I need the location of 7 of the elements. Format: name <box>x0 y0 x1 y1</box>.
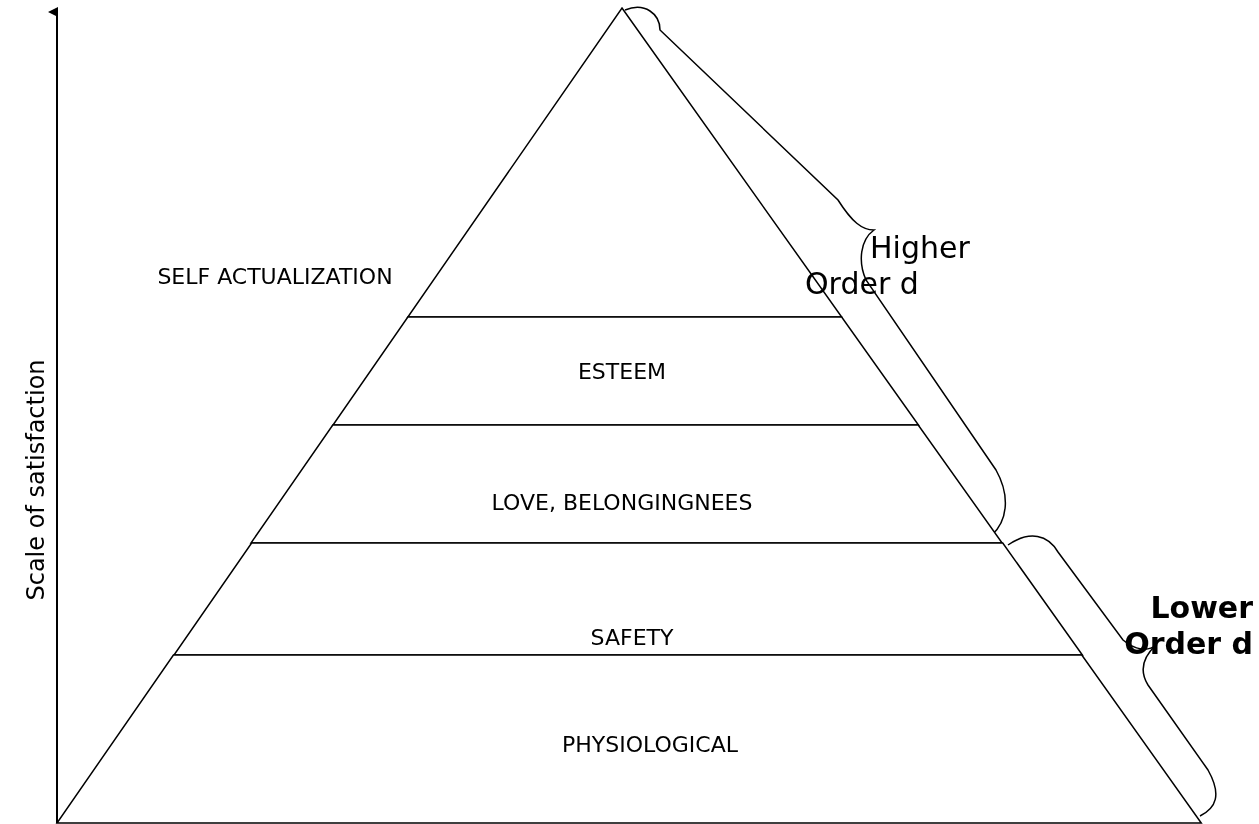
level-label: PHYSIOLOGICAL <box>562 731 738 757</box>
level-label: SELF ACTUALIZATION <box>157 263 393 289</box>
level-label: LOVE, BELONGINGNEES <box>491 489 753 515</box>
level-label: ESTEEM <box>577 358 667 384</box>
bracket-label: Lower Order d <box>1123 590 1253 662</box>
axis-label: Scale of satisfaction <box>22 359 50 601</box>
level-label: SAFETY <box>590 624 674 650</box>
